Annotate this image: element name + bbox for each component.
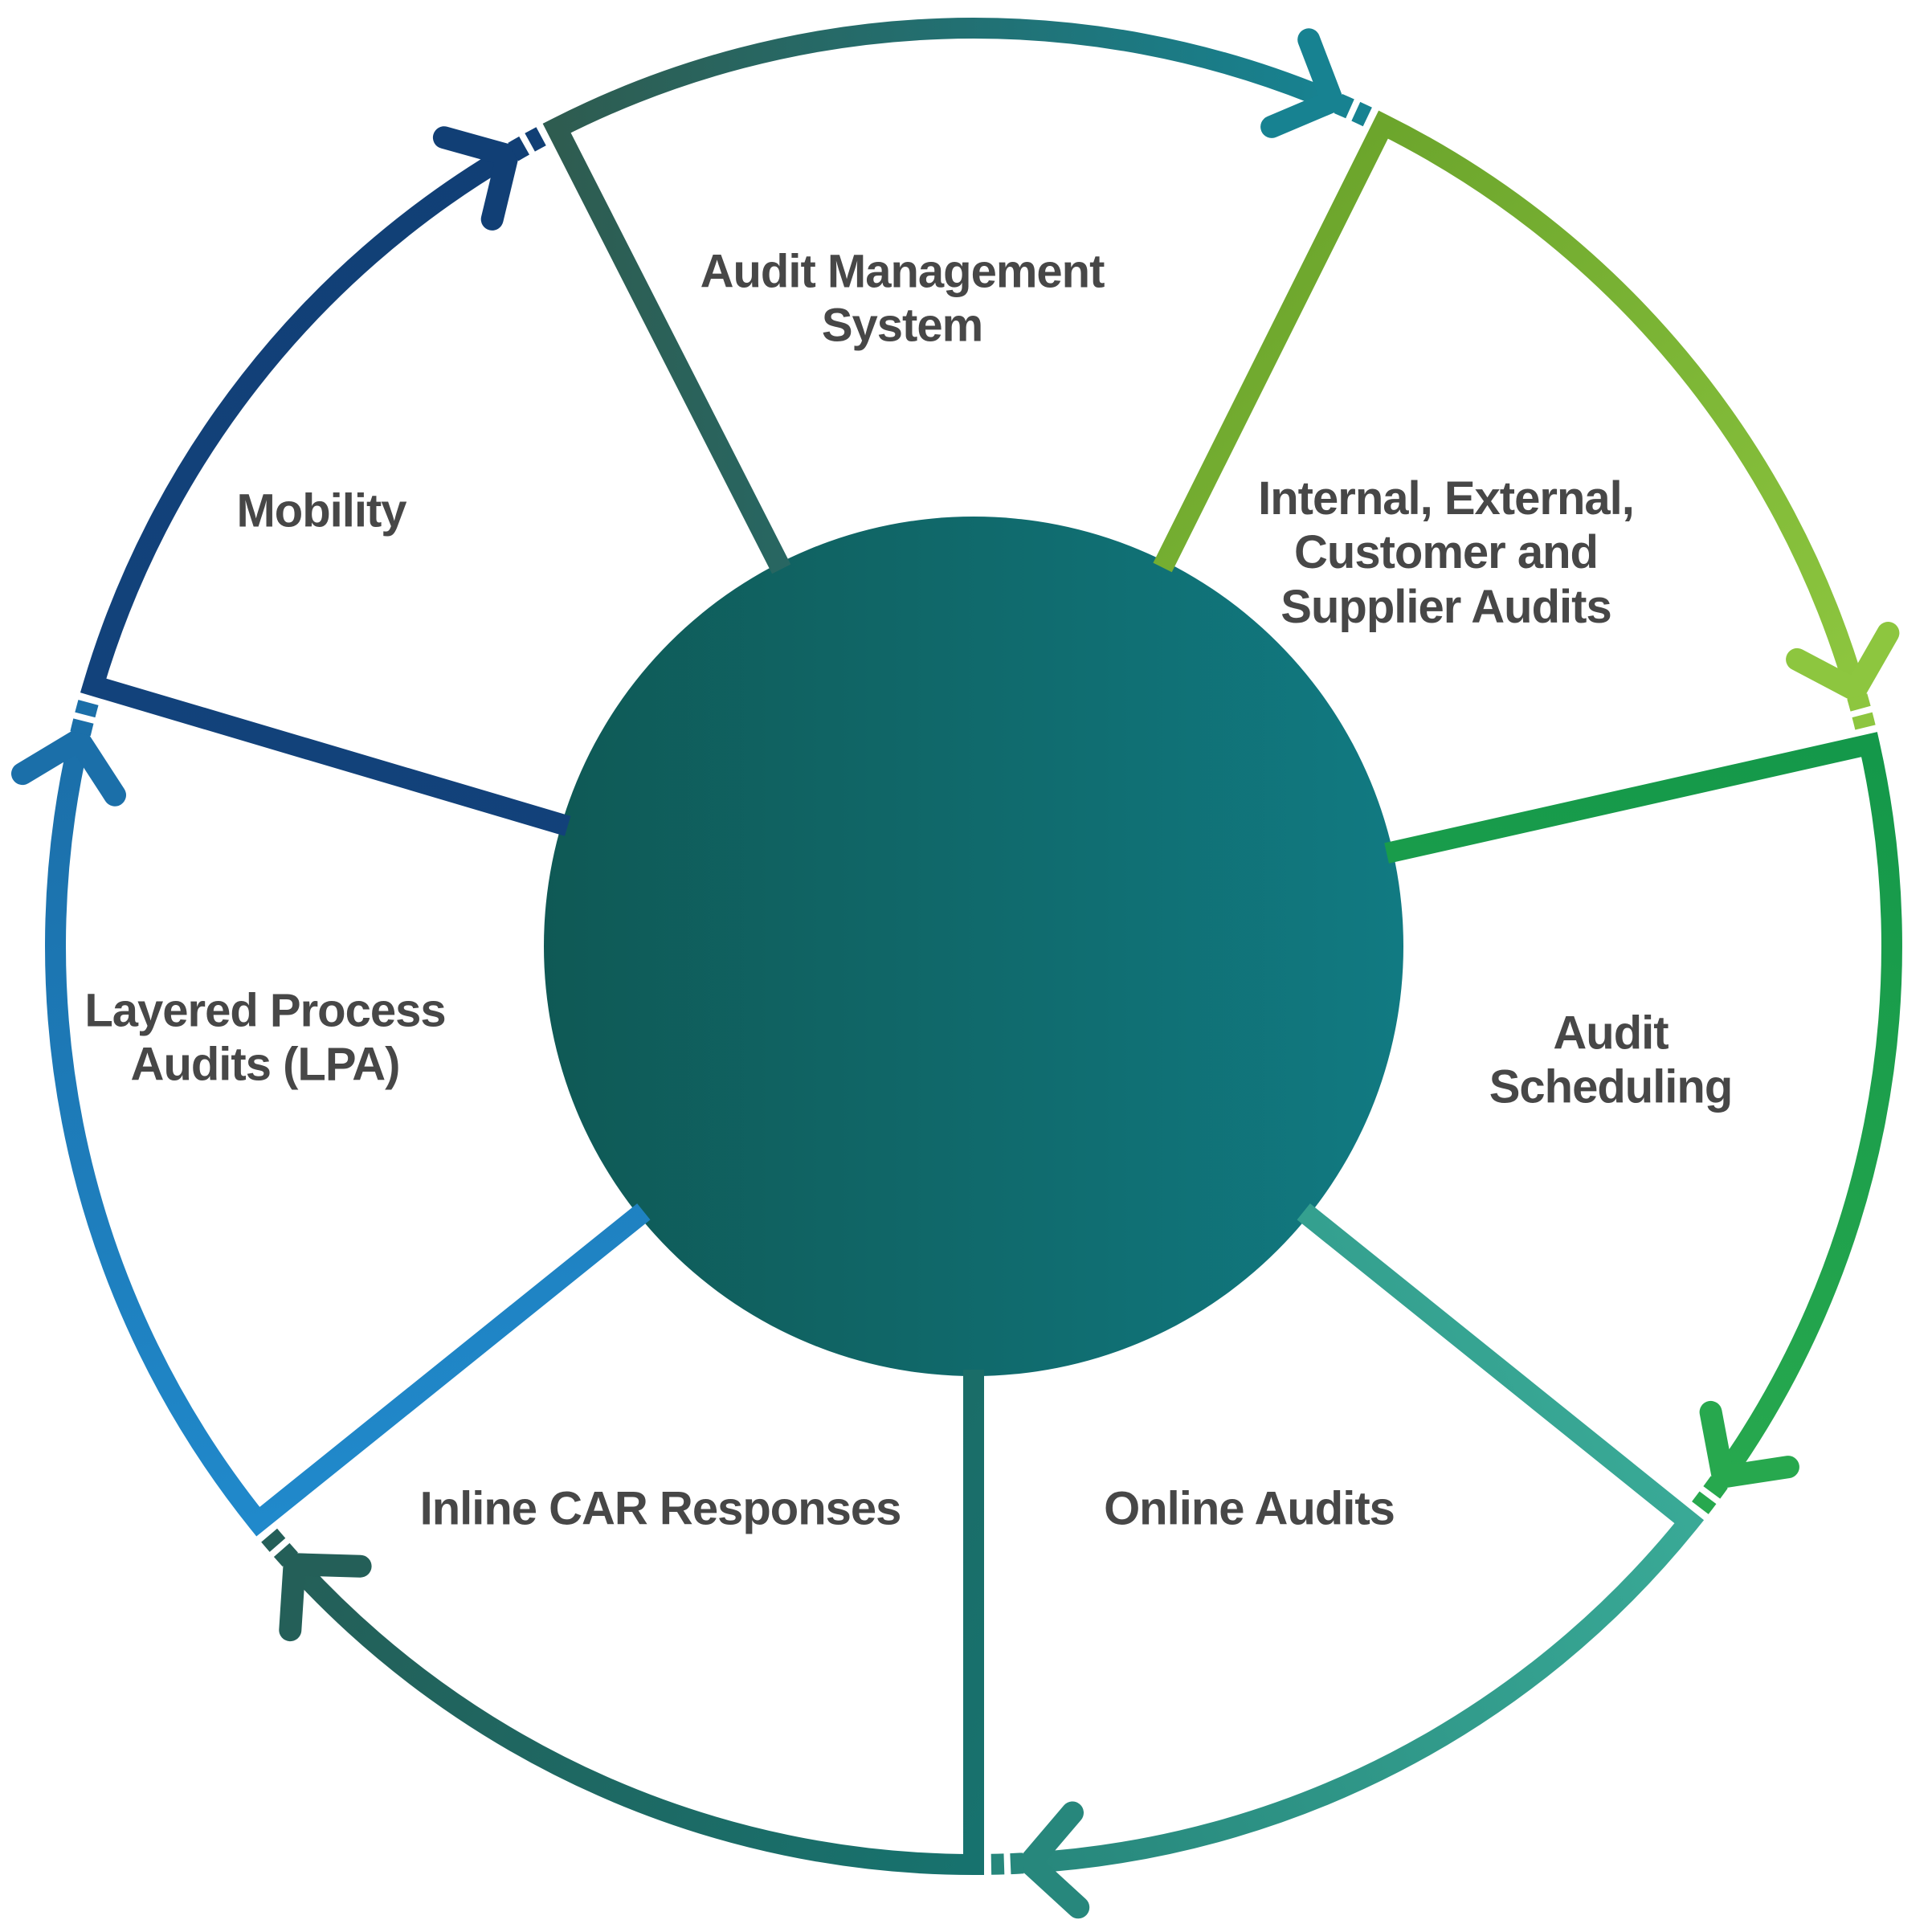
segment-layered-process-audits-lpa: [11, 700, 651, 1537]
segment-arrowhead-inline-car-responses: [279, 1553, 372, 1642]
segment-arrowhead-internal-external-customer-supplier-audits: [1786, 622, 1900, 702]
segment-label-internal-external-customer-supplier-audits: Internal, External, Customer and Supplie…: [1258, 472, 1635, 633]
segment-dash-inline-car-responses-1: [273, 1542, 298, 1567]
segment-inline-car-responses: [261, 1370, 984, 1876]
segment-online-audits: [991, 1203, 1705, 1919]
segment-dash-audit-scheduling-2: [1692, 1491, 1717, 1514]
segment-path-layered-process-audits-lpa: [45, 737, 651, 1537]
segment-dash-internal-external-customer-supplier-audits-1: [1847, 693, 1871, 712]
segment-arrowhead-audit-management-system: [1260, 28, 1344, 138]
segment-dash-audit-management-system-2: [1351, 101, 1372, 127]
segment-dash-audit-scheduling-1: [1703, 1476, 1728, 1499]
center-circle: [544, 517, 1403, 1376]
segment-label-mobility: Mobility: [236, 484, 406, 537]
segment-path-internal-external-customer-supplier-audits: [1153, 110, 1866, 693]
segment-dash-online-audits-1: [1010, 1852, 1024, 1875]
segment-mobility: [80, 126, 571, 836]
segment-arrowhead-mobility: [432, 126, 519, 231]
segment-label-audit-scheduling: Audit Scheduling: [1489, 1007, 1734, 1113]
segment-label-online-audits: Online Audits: [1104, 1482, 1395, 1535]
segment-path-audit-management-system: [542, 18, 1337, 574]
segment-arrowhead-online-audits: [1018, 1801, 1090, 1919]
segment-label-inline-car-responses: Inline CAR Responses: [419, 1482, 902, 1535]
segment-dash-audit-management-system-1: [1334, 94, 1354, 119]
segment-dash-internal-external-customer-supplier-audits-2: [1852, 712, 1876, 730]
segment-dash-mobility-2: [525, 127, 546, 152]
segment-internal-external-customer-supplier-audits: [1153, 110, 1900, 730]
segment-arrowhead-layered-process-audits-lpa: [11, 728, 126, 807]
segment-label-layered-process-audits-lpa: Layered Process Audits (LPA): [84, 984, 446, 1091]
segment-audit-management-system: [542, 18, 1372, 574]
segment-dash-layered-process-audits-lpa-2: [75, 700, 99, 718]
segment-label-audit-management-system: Audit Management System: [700, 245, 1105, 352]
segment-path-inline-car-responses: [286, 1370, 984, 1876]
segment-path-audit-scheduling: [1384, 732, 1902, 1484]
segment-arrowhead-audit-scheduling: [1699, 1400, 1799, 1489]
segment-dash-mobility-1: [508, 136, 529, 161]
segment-path-online-audits: [1029, 1203, 1705, 1873]
segment-path-mobility: [80, 146, 571, 836]
segment-dash-inline-car-responses-2: [261, 1528, 286, 1552]
ring-segments: [11, 18, 1902, 1919]
segment-audit-scheduling: [1384, 732, 1902, 1514]
segment-dash-layered-process-audits-lpa-1: [70, 718, 94, 737]
